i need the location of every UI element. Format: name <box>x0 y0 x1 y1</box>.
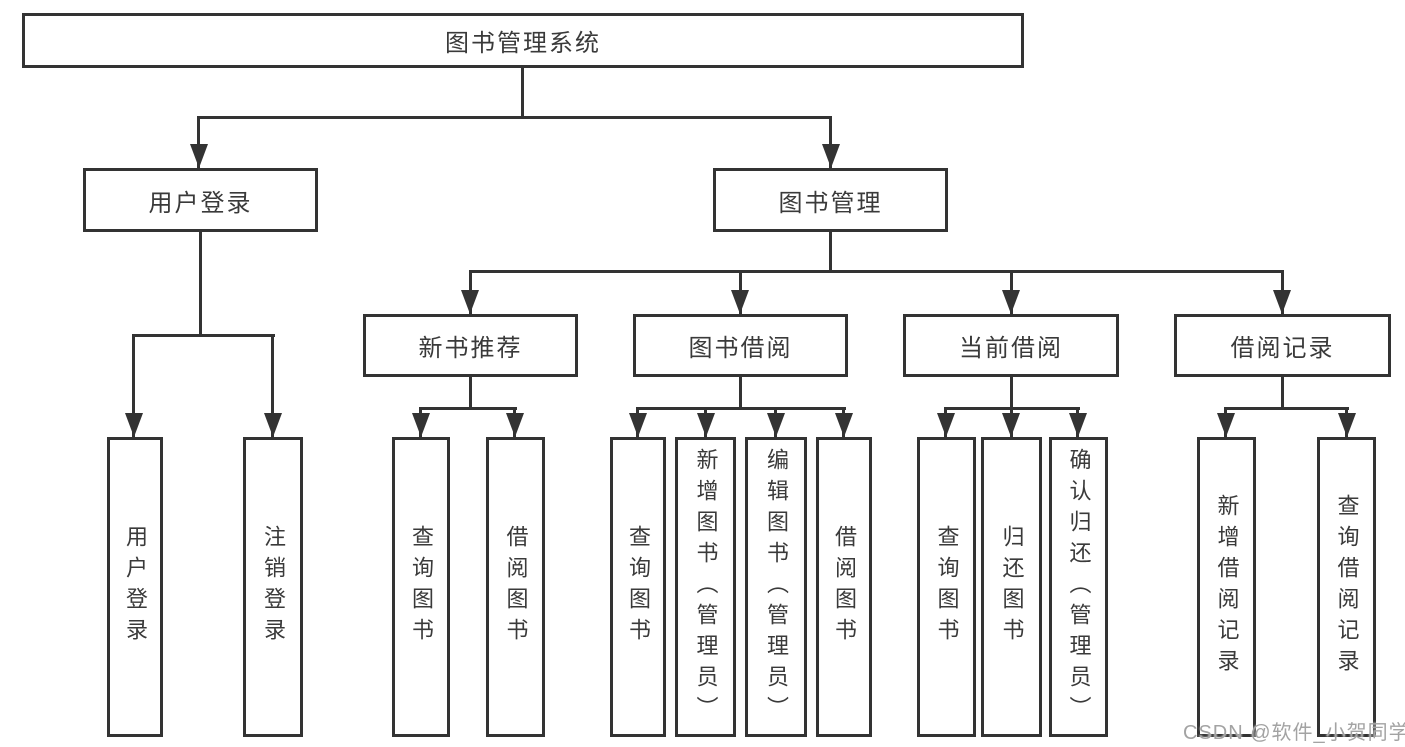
arrowhead-icon <box>1069 413 1087 437</box>
connector-arm <box>271 334 274 437</box>
connector-arm <box>829 116 832 168</box>
node-leaf-edit-books-admin: 编辑图书（管理员） <box>745 437 807 737</box>
node-label: 借阅记录 <box>1230 335 1335 362</box>
arrowhead-icon <box>1002 290 1020 314</box>
node-label: 新书推荐 <box>418 335 523 362</box>
node-label: 新增图书（管理员） <box>693 447 719 727</box>
arrowhead-icon <box>1338 413 1356 437</box>
arrowhead-icon <box>697 413 715 437</box>
node-label: 用户登录 <box>123 525 148 649</box>
node-leaf-borrow-books: 借阅图书 <box>486 437 545 737</box>
node-leaf-query-books: 查询图书 <box>917 437 976 737</box>
node-leaf-return-books: 归还图书 <box>981 437 1042 737</box>
node-book-borrowing: 图书借阅 <box>633 314 848 377</box>
arrowhead-icon <box>1002 413 1020 437</box>
node-label: 确认归还（管理员） <box>1066 447 1092 727</box>
arrowhead-icon <box>767 413 785 437</box>
node-book-management: 图书管理 <box>713 168 948 232</box>
connector-root-hline <box>198 116 832 119</box>
arrowhead-icon <box>1217 413 1235 437</box>
arrowhead-icon <box>835 413 853 437</box>
node-label: 查询图书 <box>626 525 651 649</box>
node-leaf-add-borrow-record: 新增借阅记录 <box>1197 437 1256 737</box>
connector-stem <box>739 377 742 410</box>
node-leaf-borrow-books: 借阅图书 <box>816 437 872 737</box>
arrowhead-icon <box>264 413 282 437</box>
node-label: 借阅图书 <box>503 525 529 649</box>
connector-hline <box>1225 407 1349 410</box>
connector-login-stem <box>199 232 202 336</box>
node-label: 注销登录 <box>261 525 286 649</box>
node-label: 当前借阅 <box>959 335 1063 362</box>
node-label: 查询图书 <box>934 525 960 649</box>
connector-stem <box>1010 377 1013 410</box>
connector-arm <box>132 334 135 437</box>
connector-hline <box>637 407 846 410</box>
csdn-watermark: CSDN @软件_小贺同学 <box>1183 722 1405 744</box>
node-user-login: 用户登录 <box>83 168 318 232</box>
connector-hline <box>420 407 517 410</box>
arrowhead-icon <box>125 413 143 437</box>
connector-stem <box>469 377 472 410</box>
arrowhead-icon <box>629 413 647 437</box>
node-leaf-query-borrow-record: 查询借阅记录 <box>1317 437 1376 737</box>
arrowhead-icon <box>937 413 955 437</box>
node-label: 归还图书 <box>999 525 1025 649</box>
node-label: 用户登录 <box>148 189 253 217</box>
connector-manage-hline <box>469 270 1283 273</box>
node-leaf-query-books: 查询图书 <box>610 437 666 737</box>
node-label: 图书管理系统 <box>445 30 601 57</box>
node-leaf-confirm-return-admin: 确认归还（管理员） <box>1049 437 1108 737</box>
node-label: 查询图书 <box>409 525 434 649</box>
arrowhead-icon <box>1273 290 1291 314</box>
node-label: 编辑图书（管理员） <box>764 447 789 727</box>
node-new-book-recommendation: 新书推荐 <box>363 314 578 377</box>
node-label: 图书借阅 <box>688 335 793 362</box>
arrowhead-icon <box>412 413 430 437</box>
node-borrowing-records: 借阅记录 <box>1174 314 1391 377</box>
connector-stem <box>1281 377 1284 410</box>
node-label: 新增借阅记录 <box>1214 494 1240 680</box>
connector-root-stem <box>521 68 524 117</box>
arrowhead-icon <box>190 144 208 168</box>
node-current-borrowing: 当前借阅 <box>903 314 1119 377</box>
connector-arm <box>197 116 200 168</box>
node-root-library-system: 图书管理系统 <box>22 13 1024 68</box>
node-leaf-query-books: 查询图书 <box>392 437 450 737</box>
arrowhead-icon <box>461 290 479 314</box>
node-label: 图书管理 <box>778 189 883 217</box>
node-label: 借阅图书 <box>832 525 857 649</box>
node-leaf-add-books-admin: 新增图书（管理员） <box>675 437 736 737</box>
node-label: 查询借阅记录 <box>1334 494 1360 680</box>
arrowhead-icon <box>822 144 840 168</box>
node-leaf-user-login: 用户登录 <box>107 437 163 737</box>
connector-manage-stem <box>829 232 832 273</box>
connector-login-hline <box>133 334 275 337</box>
arrowhead-icon <box>731 290 749 314</box>
node-leaf-logout: 注销登录 <box>243 437 303 737</box>
arrowhead-icon <box>506 413 524 437</box>
